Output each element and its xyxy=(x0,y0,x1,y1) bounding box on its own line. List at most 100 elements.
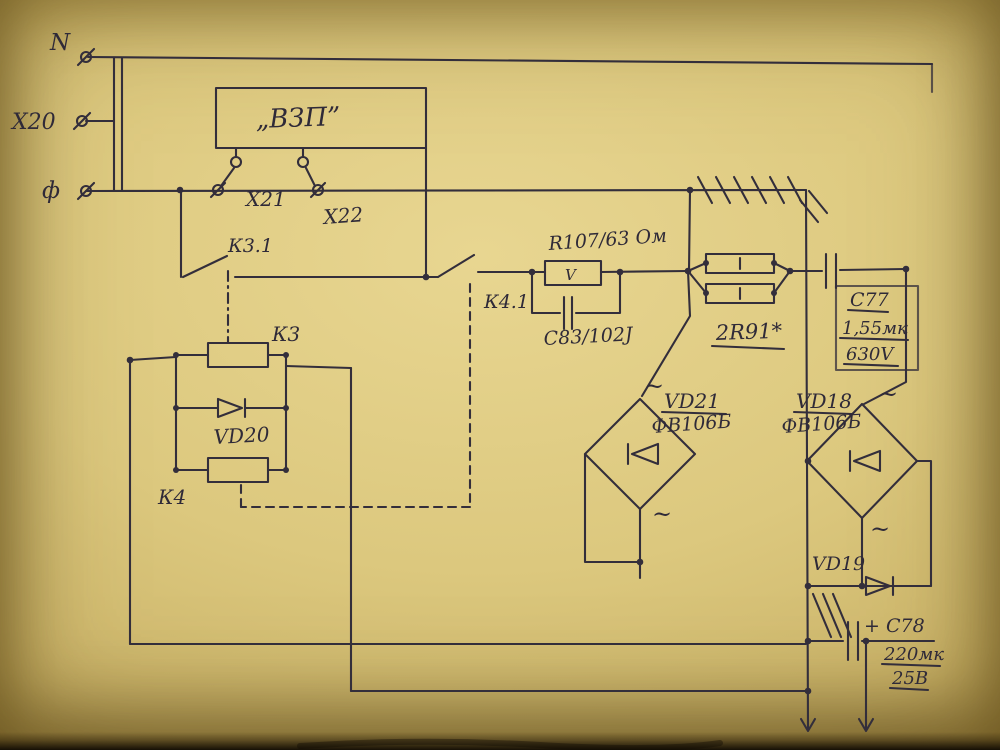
label-c78: + С78 xyxy=(864,615,925,637)
junction-dot xyxy=(173,352,179,358)
label-vd21: VD21 xyxy=(664,389,720,413)
wire-r91-in-bottom xyxy=(686,269,708,295)
contact-x22-upper xyxy=(296,155,310,169)
vzp-module-box xyxy=(214,86,428,150)
hatch-stroke xyxy=(831,592,853,639)
capacitor-c78-plates xyxy=(846,620,860,662)
resistor-r107-box xyxy=(543,259,603,287)
mechanical-links xyxy=(226,269,472,509)
hatch-stroke xyxy=(768,175,786,205)
hatch-stroke xyxy=(750,175,768,205)
labels: N X20 ф „ВЗП” X21 X22 К3.1 К4.1 К3 К4 VD… xyxy=(10,30,944,689)
wire-to-vd21-top xyxy=(640,269,692,398)
wire-x21-blade xyxy=(219,166,236,188)
arrowhead-2 xyxy=(857,717,875,733)
wire-c83-branch xyxy=(530,270,562,315)
label-k41-contact: К4.1 xyxy=(483,291,529,313)
label-vd21-type: ФВ106Б xyxy=(651,410,732,438)
wire-x22-blade xyxy=(304,166,317,188)
hatch-stroke xyxy=(786,175,804,205)
junction-dot xyxy=(703,260,709,266)
underline-c77-value xyxy=(838,336,910,342)
hatch-stroke xyxy=(696,175,714,205)
terminal-x22 xyxy=(311,183,325,197)
label-vzp-module: „ВЗП” xyxy=(255,102,341,135)
wire-k31-blade xyxy=(181,254,229,279)
junction-dot xyxy=(528,268,536,276)
label-c78-voltage: 25В xyxy=(891,668,928,689)
terminal-n xyxy=(79,50,93,64)
junction-dots xyxy=(126,186,910,695)
junction-dot xyxy=(283,405,289,411)
ac-mark-vd18-top: ~ xyxy=(878,380,898,408)
wire-vd18-right-stub xyxy=(915,459,933,588)
label-k3-coil: К3 xyxy=(271,322,300,346)
junction-dot xyxy=(126,356,134,364)
junction-dot xyxy=(804,637,812,645)
hatch-marks-top xyxy=(696,175,829,224)
bridge-vd18-body xyxy=(805,402,919,520)
label-r107: R107/63 Ом xyxy=(547,225,668,255)
junction-dot xyxy=(283,352,289,358)
wires xyxy=(84,55,936,733)
label-c77: С77 xyxy=(850,289,890,311)
hatch-stroke xyxy=(811,592,833,639)
underline-vd18 xyxy=(792,410,854,416)
junction-dot xyxy=(804,687,812,695)
diode-vd19 xyxy=(864,575,895,597)
label-vd20: VD20 xyxy=(213,422,270,449)
underline-vd21 xyxy=(660,410,728,416)
bridge-vd21-body xyxy=(583,397,697,511)
junction-dot xyxy=(422,273,430,281)
wire-r107-out xyxy=(599,269,690,274)
arrowhead-1 xyxy=(799,717,817,733)
hatch-marks-bottom xyxy=(811,592,853,639)
junction-dot xyxy=(902,265,910,273)
contact-x21-upper xyxy=(229,155,243,169)
label-r107-mark: V xyxy=(565,266,578,284)
label-x21: X21 xyxy=(244,187,286,211)
wire-c83-branch-right xyxy=(574,270,622,315)
capacitor-c83-plates xyxy=(562,295,574,331)
wire-top-neutral xyxy=(86,55,934,66)
terminal-n-slash xyxy=(76,47,96,67)
relay-coil-k3 xyxy=(206,341,270,369)
label-k31-contact: К3.1 xyxy=(227,235,273,257)
junction-dot xyxy=(684,267,692,275)
relay-coil-k4 xyxy=(206,456,270,484)
junction-dot xyxy=(173,405,179,411)
junction-dot xyxy=(176,186,184,194)
ac-mark-vd21-bottom: ~ xyxy=(652,500,672,528)
label-c78-value: 220мк xyxy=(883,644,944,665)
underline-c78-value xyxy=(880,662,942,668)
diode-vd20 xyxy=(216,397,247,419)
wire-phase-line xyxy=(84,188,808,193)
terminal-x20 xyxy=(75,114,89,128)
wire-coilblock-to-vertical xyxy=(284,364,353,370)
wire-vd21-left-hook xyxy=(583,452,640,564)
label-c83: С83/102J xyxy=(543,323,634,350)
label-c77-voltage: 630V xyxy=(846,344,895,365)
junction-dot xyxy=(686,186,694,194)
underline-c77 xyxy=(846,308,890,314)
label-vd18-type: ФВ106Б xyxy=(781,410,862,438)
hatch-stroke xyxy=(732,175,750,205)
label-c77-value: 1,55мк xyxy=(842,318,908,339)
photo-edge-shadow xyxy=(0,732,1000,750)
hatch-stroke xyxy=(807,189,829,215)
wire-c77-to-vd18 xyxy=(862,267,908,406)
bridge-vd18-diode xyxy=(848,449,882,473)
wire-k41-blade xyxy=(436,253,476,279)
junction-dot xyxy=(173,467,179,473)
junction-dot xyxy=(703,290,709,296)
junction-dot xyxy=(283,467,289,473)
label-terminal-phase: ф xyxy=(42,178,60,204)
junction-dot xyxy=(771,290,777,296)
junction-dot xyxy=(786,267,794,275)
label-terminal-x20: X20 xyxy=(10,110,56,135)
junction-dot xyxy=(616,268,624,276)
wire-coilblock-feed xyxy=(128,355,178,362)
underline-c77-voltage xyxy=(842,362,900,368)
